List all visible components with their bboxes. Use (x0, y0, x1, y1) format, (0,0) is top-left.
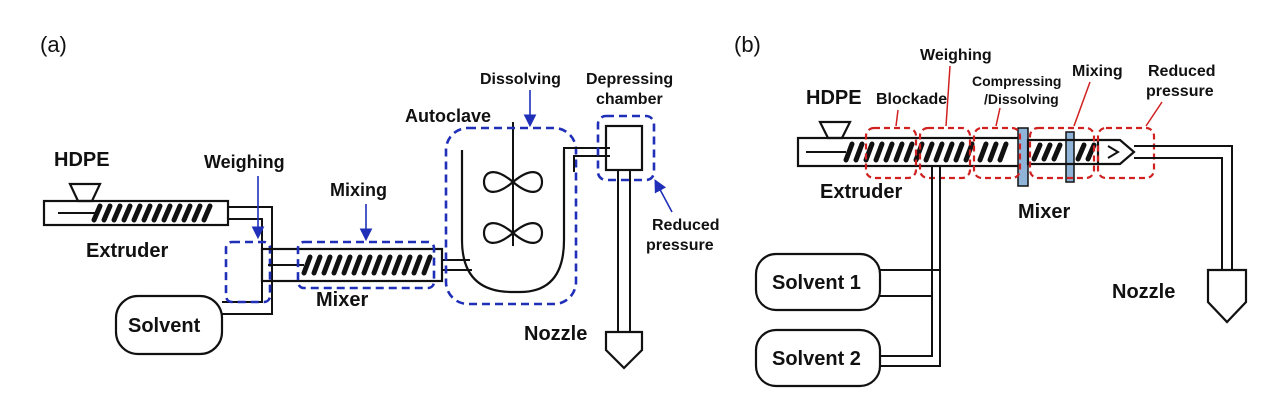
mixer-screw-b (1031, 142, 1097, 162)
extruder-label-b: Extruder (820, 181, 902, 203)
extruder-screw-a (91, 203, 213, 223)
compressing-label-1-b: Compressing (972, 73, 1061, 89)
reduced-label-2-a: pressure (646, 237, 714, 254)
solvent-link-b (880, 262, 933, 297)
mixer-label-a: Mixer (316, 289, 368, 311)
depressing-label-1-a: Depressing (586, 71, 673, 88)
autoclave-vessel-a (460, 150, 566, 294)
depressing-label-2-a: chamber (596, 91, 663, 108)
outlet-pipe-inner-b (1134, 157, 1223, 270)
solvent1-label-b: Solvent 1 (772, 272, 861, 294)
extruder-barrel-a (42, 199, 230, 227)
solvent2-feed-inner-b (880, 296, 933, 357)
reduced-label-1-a: Reduced (652, 217, 720, 234)
mixer-barrel-b (1026, 138, 1100, 166)
blockade-zone-b (864, 126, 918, 180)
hopper-b (818, 120, 852, 140)
reduced-label-1-b: Reduced (1148, 63, 1216, 80)
mixing-zone-b (1028, 126, 1096, 180)
weighing-zone-a (224, 240, 272, 304)
compressing-leader-b (995, 107, 1001, 127)
mixing-leader-b (1073, 81, 1091, 127)
solvent2-box-b (754, 328, 882, 388)
dissolving-label-a: Dissolving (480, 71, 561, 88)
extruder-screw-b (843, 141, 1009, 163)
mixer-label-b: Mixer (1018, 201, 1070, 223)
solvent2-label-b: Solvent 2 (772, 348, 861, 370)
solvent2-feed-outer-b (880, 270, 941, 367)
extruder-label-a: Extruder (86, 240, 168, 262)
extruder-outlet-pipe-a (222, 206, 273, 315)
outlet-pipe-b (1134, 145, 1233, 270)
autoclave-chamber-pipe-b (573, 155, 610, 172)
panel-a: (a) HDPE Extruder Solvent Weighing (40, 32, 720, 370)
hopper-a (68, 182, 102, 203)
hdpe-label-b: HDPE (806, 87, 862, 109)
hdpe-label-a: HDPE (54, 149, 110, 171)
solvent-label-a: Solvent (128, 315, 201, 337)
solvent-box-a (114, 294, 224, 356)
nozzle-label-b: Nozzle (1112, 281, 1175, 303)
impeller-bottom-a (482, 222, 544, 244)
mixer-barrel-a (260, 247, 444, 283)
extruder-outlet-pipe-inner-a (222, 218, 263, 303)
mixing-zone-a (296, 240, 436, 290)
nozzle-a (604, 330, 644, 370)
compressing-zone-b (972, 126, 1022, 180)
mixing-label-b: Mixing (1072, 63, 1123, 80)
weighing-zone-b (918, 126, 972, 180)
mixer-plate-right-b (1065, 131, 1075, 183)
panel-b-label: (b) (734, 32, 761, 57)
impeller-top-a (482, 171, 544, 193)
weighing-leader-b (945, 65, 951, 127)
autoclave-chamber-pipe-a (563, 147, 610, 172)
panel-a-label: (a) (40, 32, 67, 57)
solvent1-box-b (754, 252, 882, 312)
reduced-zone-b (1096, 126, 1156, 180)
nozzle-b (1206, 268, 1248, 324)
nozzle-label-a: Nozzle (524, 323, 587, 345)
dissolving-zone-a (444, 126, 578, 306)
blockade-leader-b (895, 109, 899, 127)
panel-b: (b) HDPE (734, 32, 1248, 388)
mixer-screw-a (301, 254, 433, 276)
reduced-label-2-b: pressure (1146, 83, 1214, 100)
mixing-label-a: Mixing (330, 180, 387, 200)
conical-inner-b (1107, 145, 1120, 159)
blockade-label-b: Blockade (876, 91, 947, 108)
depressing-chamber-a (604, 124, 644, 172)
compressing-label-2-b: /Dissolving (984, 91, 1059, 107)
weighing-label-a: Weighing (204, 152, 285, 172)
conical-exit-b (1098, 138, 1136, 166)
autoclave-label-a: Autoclave (405, 106, 491, 126)
reduced-arrow-a (654, 179, 673, 213)
reduced-zone-a (596, 114, 656, 182)
weighing-label-b: Weighing (920, 47, 992, 64)
reduced-leader-b (1145, 101, 1163, 127)
